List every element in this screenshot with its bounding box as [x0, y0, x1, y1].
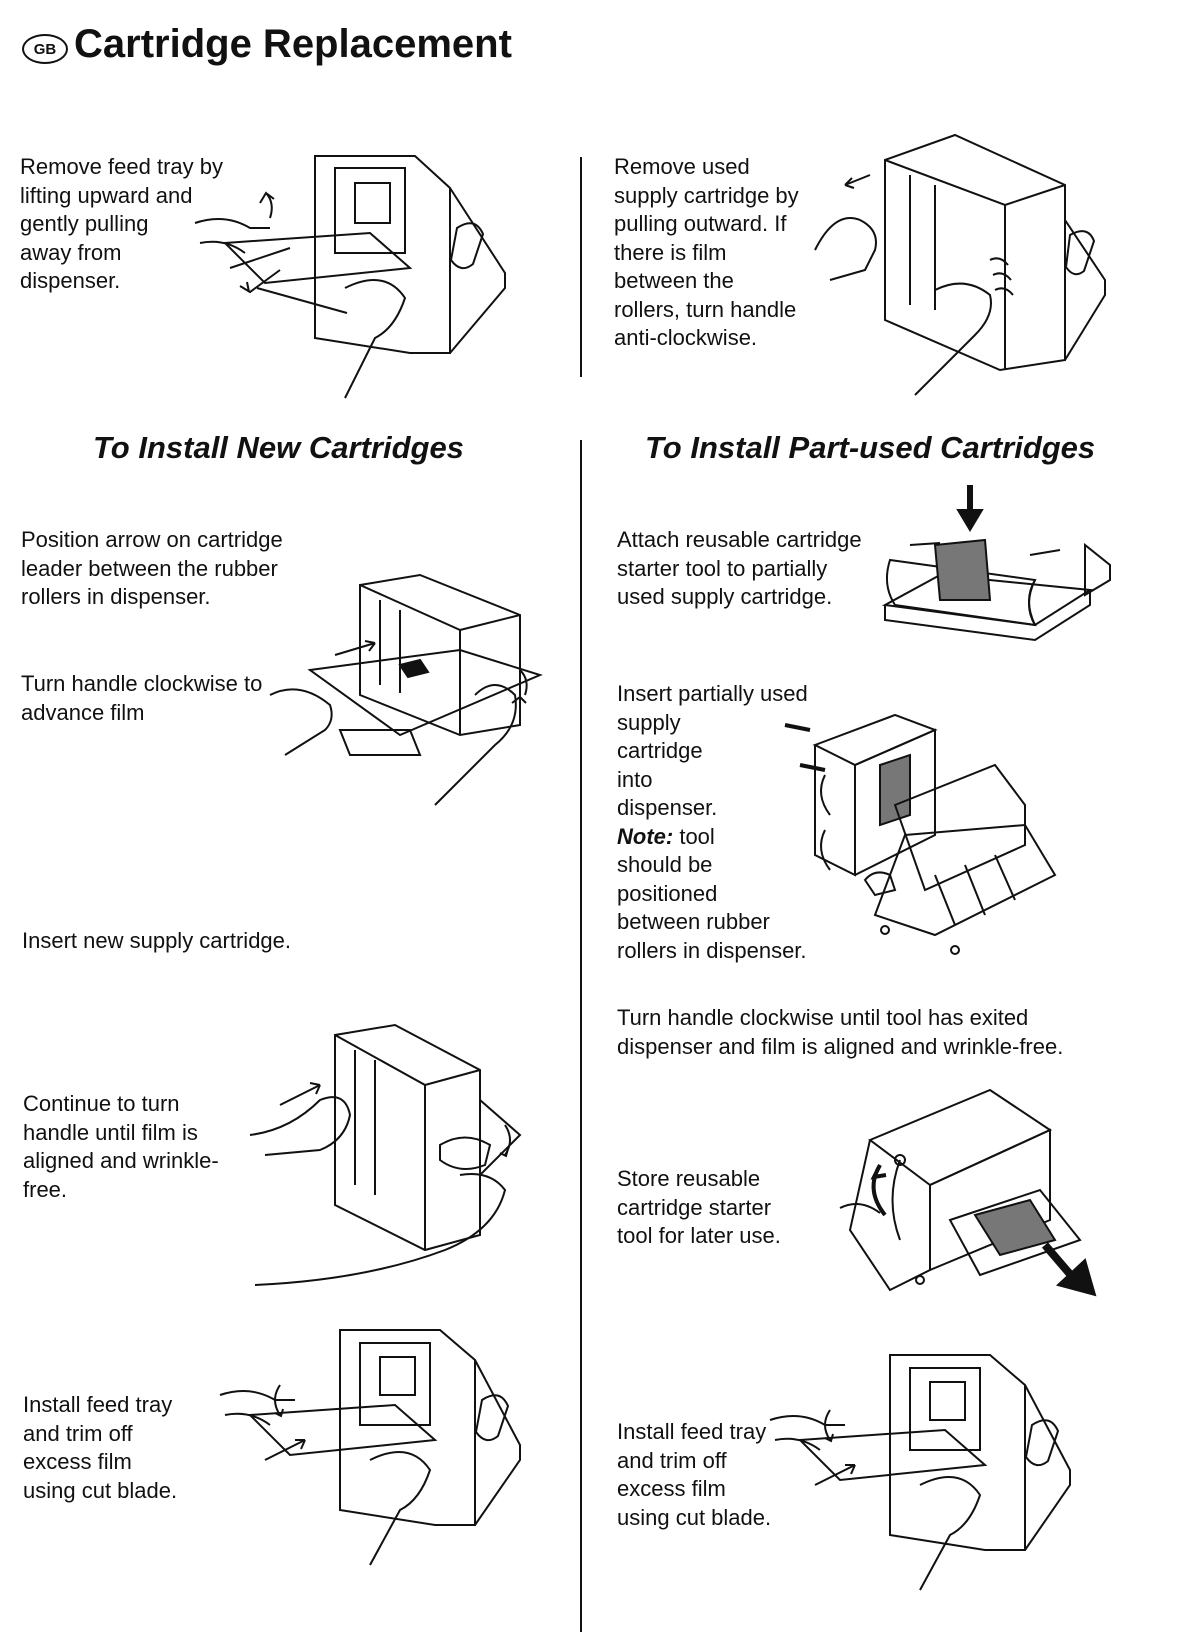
step-insert-partial: Insert partially used supply cartridge i… — [617, 680, 808, 965]
step-turn-until-exit: Turn handle clockwise until tool has exi… — [617, 1005, 1064, 1059]
remove-cartridge-illustration — [815, 130, 1115, 400]
attach-tool-illustration — [880, 485, 1120, 660]
step-turn-handle: Turn handle clockwise to advance film — [21, 671, 263, 725]
install-tray-right-illustration — [770, 1350, 1070, 1590]
main-divider — [580, 440, 582, 1632]
position-arrow-illustration — [250, 575, 550, 825]
insert-partial-illustration — [785, 705, 1075, 975]
step-position-arrow: Position arrow on cartridge leader betwe… — [21, 527, 283, 609]
install-tray-left-illustration — [220, 1325, 520, 1565]
step-attach-tool: Attach reusable cartridge starter tool t… — [617, 527, 862, 609]
step-install-tray-left: Install feed tray and trim off excess fi… — [23, 1392, 178, 1503]
note-label: Note: — [617, 823, 674, 849]
continue-turn-illustration — [250, 1025, 550, 1305]
left-section-heading: To Install New Cartridges — [93, 430, 464, 465]
insert-partial-text: Insert partially used supply cartridge i… — [617, 681, 808, 820]
step-install-tray-right: Install feed tray and trim off excess fi… — [617, 1419, 772, 1530]
gb-badge: GB — [22, 34, 68, 64]
step-remove-tray: Remove feed tray by lifting upward and g… — [20, 154, 223, 293]
step-insert-new: Insert new supply cartridge. — [22, 928, 292, 953]
step-remove-used: Remove used supply cartridge by pulling … — [614, 154, 799, 350]
note-text: tool should be positioned between rubber… — [617, 823, 807, 963]
page-title: Cartridge Replacement — [74, 22, 512, 66]
step-store-tool: Store reusable cartridge starter tool fo… — [617, 1166, 781, 1248]
remove-tray-illustration — [195, 148, 515, 388]
step-continue-turn: Continue to turn handle until film is al… — [23, 1091, 219, 1202]
right-section-heading: To Install Part-used Cartridges — [645, 430, 1096, 465]
store-tool-illustration — [840, 1090, 1110, 1330]
top-divider — [580, 157, 582, 377]
